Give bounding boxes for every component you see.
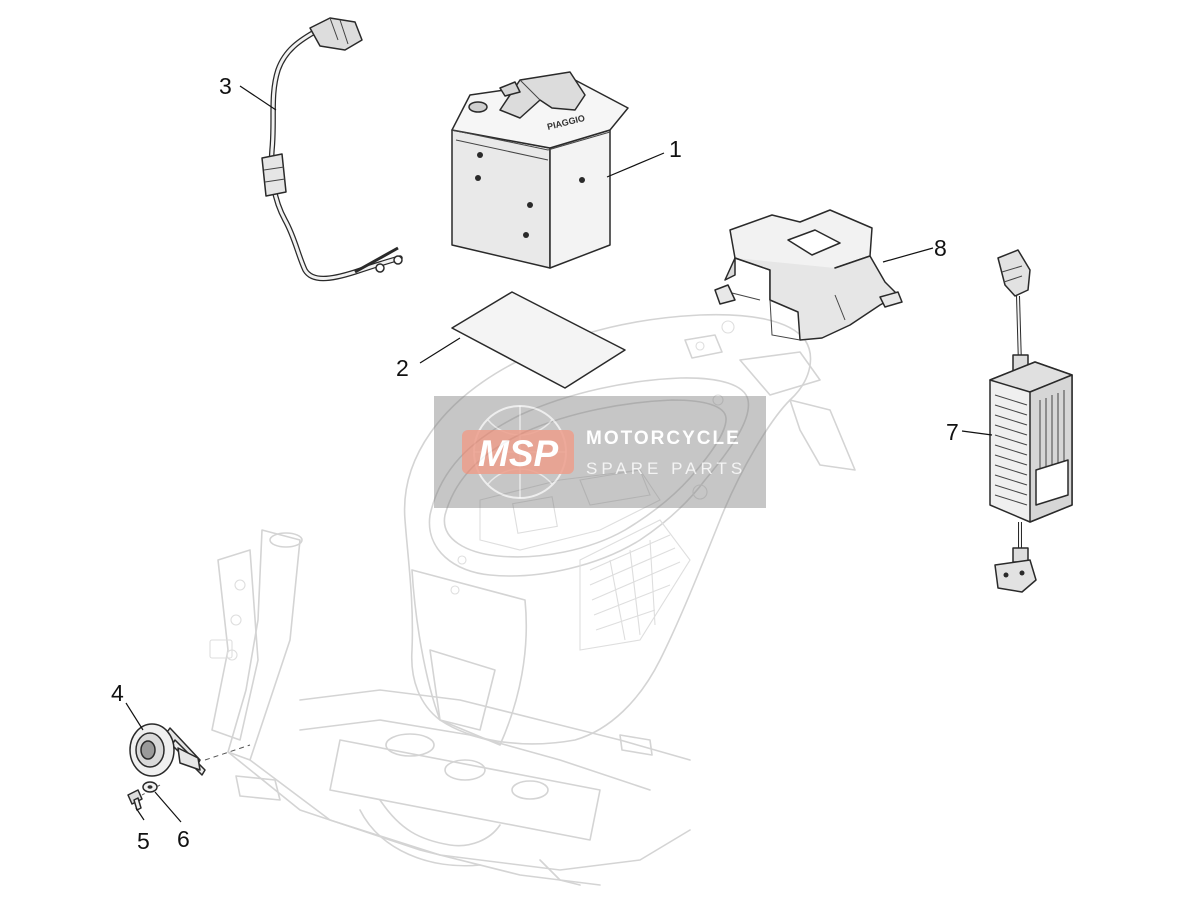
leader-line-3: [239, 85, 277, 111]
callout-2: 2: [396, 355, 409, 381]
callout-5: 5: [137, 828, 150, 854]
washer-part: [142, 781, 158, 793]
battery-charger-part: [989, 249, 1073, 593]
callout-7: 7: [946, 419, 959, 445]
battery-part: PIAGGIO: [451, 71, 629, 269]
leader-line-2: [419, 337, 461, 364]
horn-part: [129, 723, 251, 777]
callout-1: 1: [669, 136, 682, 162]
scooter-frame-ghost: [209, 529, 691, 886]
wiring-harness-part: [261, 17, 403, 282]
leader-lines: [125, 85, 993, 823]
leader-line-5: [135, 807, 145, 821]
callout-4: 4: [111, 680, 124, 706]
leader-line-8: [882, 247, 934, 263]
scooter-body-ghost: [403, 313, 856, 746]
leader-line-4: [125, 702, 144, 731]
battery-pad-part: [451, 291, 626, 389]
screw-part: [127, 784, 161, 811]
leader-line-1: [606, 152, 665, 178]
watermark-logo-box: [462, 430, 574, 474]
leader-line-7: [961, 430, 993, 436]
leader-line-6: [154, 791, 182, 823]
callout-6: 6: [177, 826, 190, 852]
callout-3: 3: [219, 73, 232, 99]
callout-8: 8: [934, 235, 947, 261]
watermark-logo: MSP: [478, 433, 559, 474]
callout-numbers: 1 2 3 4 5 6 7 8: [111, 73, 959, 854]
watermark-line-1: MOTORCYCLE: [586, 428, 741, 449]
battery-cover-part: [714, 209, 903, 341]
watermark-line-2: SPARE PARTS: [586, 459, 746, 478]
watermark: MSP MOTORCYCLE SPARE PARTS: [434, 396, 766, 508]
